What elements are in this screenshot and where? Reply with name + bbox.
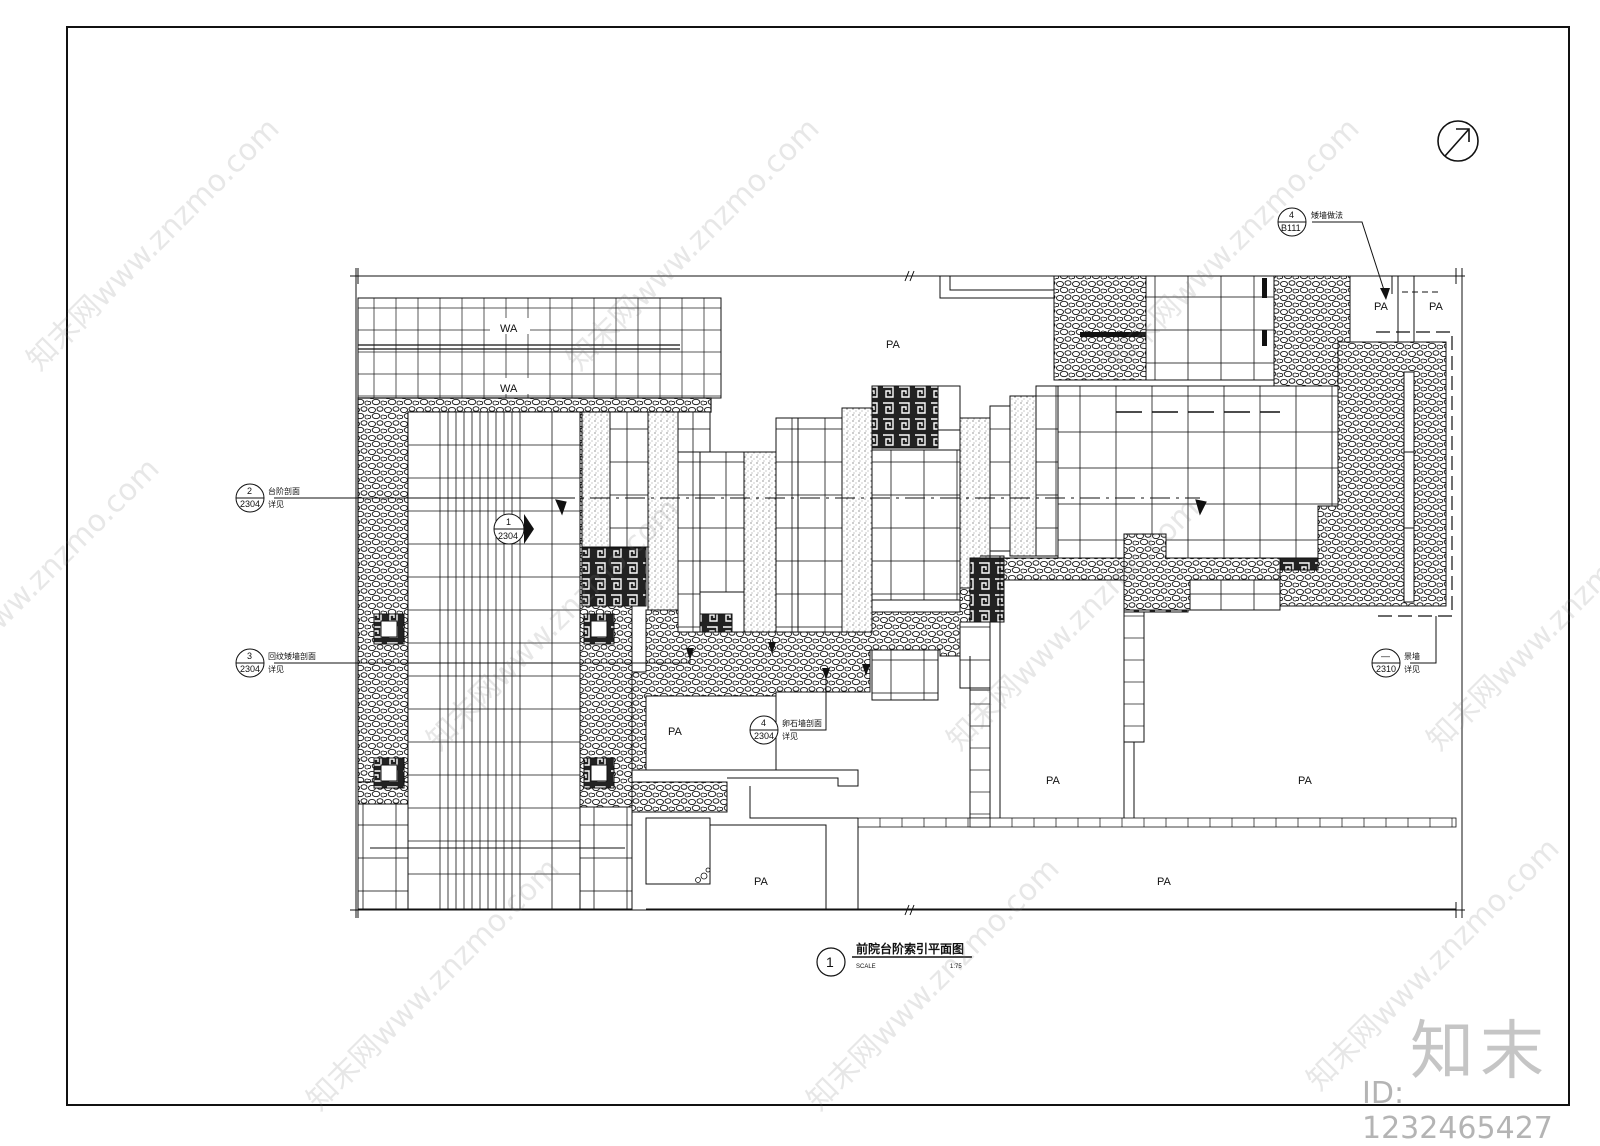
callout-4a-sheet: 2304 xyxy=(754,731,774,741)
scale-label: SCALE xyxy=(856,964,876,970)
callout-4b-num: 4 xyxy=(1289,210,1294,220)
section-1-num: 1 xyxy=(506,517,511,527)
callout-2-note: 详见 xyxy=(268,499,284,509)
zone-label-pa-tr2: PA xyxy=(1429,301,1444,313)
callout-2-num: 2 xyxy=(247,486,252,496)
callout-3-num: 3 xyxy=(247,651,252,661)
callout-dash-note: 详见 xyxy=(1404,664,1420,674)
callout-3-note: 详见 xyxy=(268,664,284,674)
callout-2-title: 台阶剖面 xyxy=(268,486,300,496)
callout-bubbles xyxy=(235,207,1401,745)
large-paving xyxy=(1057,385,1339,559)
callout-4a-title: 卵石墙剖面 xyxy=(782,718,822,728)
zone-label-pa-top: PA xyxy=(886,339,901,351)
zone-label-pa-c2: PA xyxy=(1298,775,1313,787)
lower-pavement xyxy=(645,555,1456,910)
title-number-circle xyxy=(816,947,846,977)
section-1-sheet: 2304 xyxy=(498,531,518,541)
edge-band xyxy=(857,817,1457,828)
central-stairs xyxy=(581,385,1059,673)
callout-dash-sheet: 2310 xyxy=(1376,664,1396,674)
callout-3-sheet: 2304 xyxy=(240,664,260,674)
callout-3-title: 回纹矮墙剖面 xyxy=(268,651,316,661)
left-stair-field xyxy=(407,411,581,910)
zone-label-pa-mid: PA xyxy=(668,726,683,738)
sheet-border xyxy=(66,26,1570,1106)
zone-label-wa-2: WA xyxy=(500,383,518,395)
callout-dash-title: 景墙 xyxy=(1404,651,1420,661)
zone-label-pa-tr1: PA xyxy=(1374,301,1389,313)
wa-paving xyxy=(357,297,722,399)
drawing-number: 1 xyxy=(826,954,834,970)
callout-dash-num: — xyxy=(1381,651,1390,661)
left-stair-lines xyxy=(408,412,580,909)
brand-logo: 知末 xyxy=(1410,1015,1550,1089)
callout-4b-sheet: B111 xyxy=(1281,223,1301,233)
callout-4a-note: 详见 xyxy=(782,731,798,741)
callout-4b-title: 矮墙做法 xyxy=(1311,210,1343,220)
callout-4a-num: 4 xyxy=(761,718,766,728)
drawing-title: 前院台阶索引平面图 xyxy=(856,941,964,956)
image-id-label: ID: 1232465427 xyxy=(1362,1076,1553,1146)
north-arrow-icon xyxy=(1437,120,1479,162)
callout-2-sheet: 2304 xyxy=(240,499,260,509)
zone-label-pa-c1: PA xyxy=(1046,775,1061,787)
plant-icon xyxy=(695,867,711,883)
zone-label-wa-1: WA xyxy=(500,323,518,335)
scale-value: 1:75 xyxy=(950,964,962,970)
zone-label-pa-b2: PA xyxy=(1157,876,1172,888)
zone-label-pa-b1: PA xyxy=(754,876,769,888)
